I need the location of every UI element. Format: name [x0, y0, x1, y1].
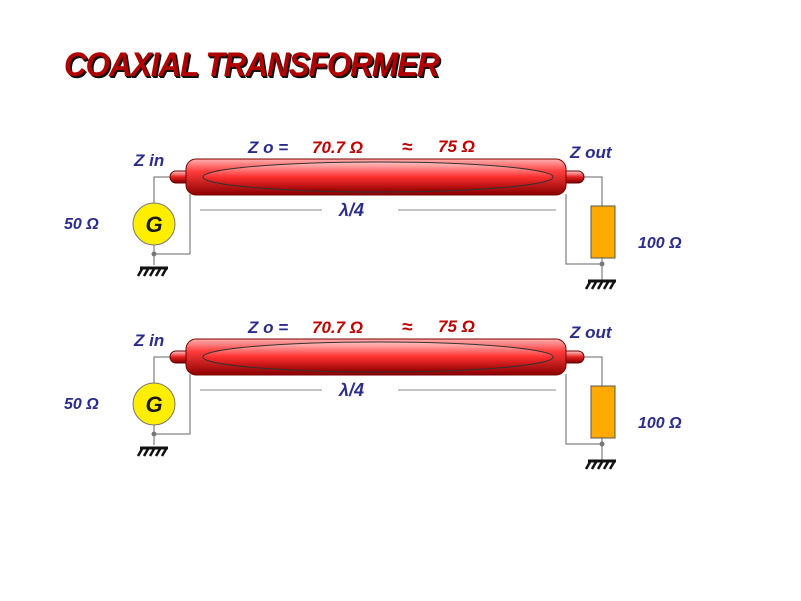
- circuit-2: λ/4 G Z in Z o = 70.7 Ω ≈ 75 Ω Z out 50 …: [64, 317, 682, 471]
- quarter-wave-label: λ/4: [338, 200, 364, 220]
- z0-value: 70.7 Ω: [312, 318, 363, 337]
- approx-symbol: ≈: [402, 137, 413, 158]
- ground-icon: [584, 459, 618, 471]
- page-title: COAXIAL TRANSFORMER: [64, 46, 440, 84]
- generator-symbol: [132, 382, 176, 426]
- generator-label: G: [145, 212, 162, 237]
- quarter-wave-label: λ/4: [338, 380, 364, 400]
- coaxial-cable: [169, 158, 585, 196]
- z-in-label: Z in: [133, 331, 164, 350]
- coaxial-cable: [169, 338, 585, 376]
- load-resistor: [590, 385, 616, 439]
- ground-icon: [584, 279, 618, 291]
- junction-dot: [599, 261, 605, 267]
- z-out-label: Z out: [569, 143, 613, 162]
- source-impedance: 50 Ω: [64, 396, 99, 413]
- z-in-label: Z in: [133, 151, 164, 170]
- circuit-1: λ/4 G Z in Z o = 70.7 Ω ≈ 75 Ω Z out 50 …: [64, 137, 682, 291]
- generator-label: G: [145, 392, 162, 417]
- z0-label: Z o =: [247, 138, 288, 157]
- z0-value: 70.7 Ω: [312, 138, 363, 157]
- inner-conductor: [202, 161, 554, 193]
- junction-dot: [151, 251, 157, 257]
- junction-dot: [599, 441, 605, 447]
- z-out-label: Z out: [569, 323, 613, 342]
- load-resistor: [590, 205, 616, 259]
- junction-dot: [151, 431, 157, 437]
- ground-icon: [136, 446, 170, 458]
- generator-symbol: [132, 202, 176, 246]
- z0-label: Z o =: [247, 318, 288, 337]
- z0-nominal: 75 Ω: [438, 137, 475, 156]
- ground-icon: [136, 266, 170, 278]
- approx-symbol: ≈: [402, 317, 413, 338]
- load-impedance: 100 Ω: [638, 235, 682, 252]
- source-impedance: 50 Ω: [64, 216, 99, 233]
- z0-nominal: 75 Ω: [438, 317, 475, 336]
- inner-conductor: [202, 341, 554, 373]
- load-impedance: 100 Ω: [638, 415, 682, 432]
